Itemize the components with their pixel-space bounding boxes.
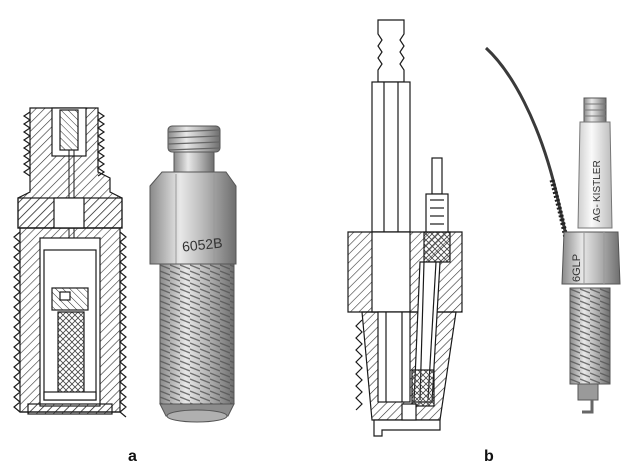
section-a-insulator	[57, 311, 85, 399]
sensor-b-model: 6GLP	[571, 254, 583, 282]
sensor-a-engraving: 6052B	[181, 234, 223, 254]
section-b-sensor-cable	[431, 157, 443, 195]
sensor-b-ground-electrode	[582, 400, 594, 414]
sensor-b-cross-section	[347, 19, 463, 437]
section-a-lower-thread-right	[119, 231, 127, 418]
section-a-diaphragm	[27, 403, 113, 415]
panel-label-b: b	[484, 448, 494, 465]
sensor-b-insulator	[577, 121, 613, 229]
section-b-sensor-tip	[411, 369, 435, 407]
sensor-b-brand: KISTLER	[592, 160, 603, 202]
sensor-b-brand-prefix: AG-	[592, 204, 603, 222]
sensor-b-photo: AG- KISTLER 6GLP	[484, 46, 621, 414]
section-a-lower-thread-left	[13, 231, 21, 413]
sensor-b-hex	[561, 231, 621, 285]
sensor-b-cable	[484, 46, 574, 263]
panel-label-a: a	[128, 448, 137, 465]
section-a-upper-thread-left	[22, 111, 32, 177]
sensor-a-photo: 6052B	[149, 125, 237, 423]
section-b-electrode	[373, 419, 441, 437]
sensor-a-cross-section	[13, 107, 127, 418]
section-a-upper-thread-right	[96, 111, 106, 177]
section-a-center-pin	[59, 109, 79, 151]
section-b-shaft	[371, 81, 411, 233]
section-b-terminal	[377, 19, 405, 83]
